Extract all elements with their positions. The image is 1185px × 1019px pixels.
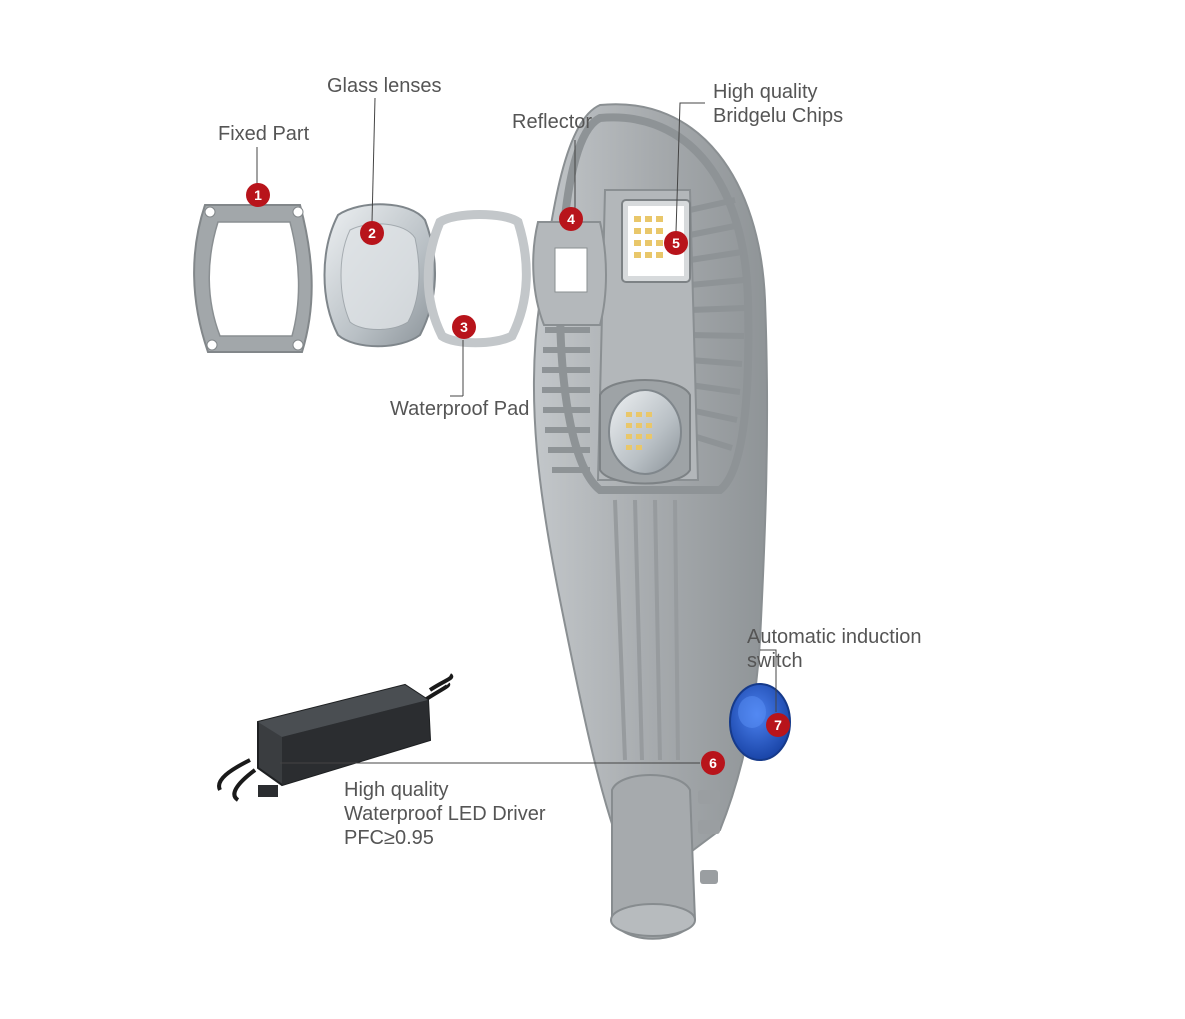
badge-5: 5 — [664, 231, 688, 255]
label-glass-lenses: Glass lenses — [327, 75, 442, 97]
label-reflector: Reflector — [512, 111, 593, 133]
label-waterproof-pad: Waterproof Pad — [390, 398, 530, 420]
label-chips-line2: Bridgelu Chips — [713, 105, 844, 127]
badge-1-number: 1 — [254, 187, 262, 203]
led-driver-icon — [217, 673, 454, 802]
label-driver-line1: High quality — [344, 779, 449, 801]
badge-6-number: 6 — [709, 755, 717, 771]
label-chips-line1: High quality — [713, 81, 818, 103]
lower-led-module-icon — [599, 379, 691, 485]
reflector-icon — [532, 221, 607, 326]
badge-6: 6 — [701, 751, 725, 775]
label-led-driver: High quality Waterproof LED Driver PFC≥0… — [344, 778, 546, 850]
label-driver-line3: PFC≥0.95 — [344, 827, 434, 849]
badge-3: 3 — [452, 315, 476, 339]
badge-3-number: 3 — [460, 319, 468, 335]
fixed-ring-icon — [193, 204, 313, 353]
badge-5-number: 5 — [672, 235, 680, 251]
label-switch-line1: Automatic induction — [747, 626, 922, 648]
glass-lens-icon — [323, 203, 436, 348]
waterproof-pad-icon — [423, 210, 531, 348]
badge-2-number: 2 — [368, 225, 376, 241]
label-switch-line2: switch — [747, 650, 803, 672]
badge-4-number: 4 — [567, 211, 575, 227]
badge-7-number: 7 — [774, 717, 782, 733]
label-fixed-part: Fixed Part — [218, 123, 310, 145]
label-chips: High quality Bridgelu Chips — [713, 80, 843, 128]
badge-4: 4 — [559, 207, 583, 231]
label-driver-line2: Waterproof LED Driver — [344, 803, 546, 825]
induction-switch-icon — [729, 683, 791, 761]
badge-7: 7 — [766, 713, 790, 737]
badge-1: 1 — [246, 183, 270, 207]
badge-2: 2 — [360, 221, 384, 245]
label-induction-switch: Automatic induction switch — [747, 625, 922, 673]
